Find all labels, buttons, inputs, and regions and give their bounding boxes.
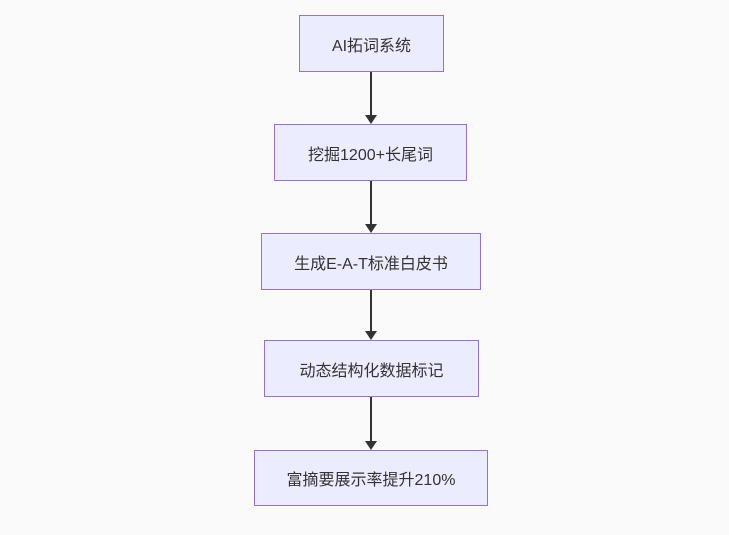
arrow-down-1 bbox=[370, 72, 372, 115]
flow-node-label: 富摘要展示率提升210% bbox=[286, 472, 456, 489]
flow-node-rich-snippet-result: 富摘要展示率提升210% bbox=[254, 450, 488, 506]
flow-node-label: 动态结构化数据标记 bbox=[299, 362, 444, 380]
flow-node-label: AI拓词系统 bbox=[331, 37, 412, 55]
flow-node-label: 挖掘1200+长尾词 bbox=[308, 146, 433, 164]
flow-node-structured-data-markup: 动态结构化数据标记 bbox=[264, 340, 479, 397]
flow-node-longtail-mining: 挖掘1200+长尾词 bbox=[274, 124, 467, 181]
flow-node-ai-keyword-system: AI拓词系统 bbox=[299, 15, 444, 72]
flow-node-label: 生成E-A-T标准白皮书 bbox=[294, 255, 448, 273]
arrow-down-4 bbox=[370, 397, 372, 441]
arrow-down-3 bbox=[370, 290, 372, 331]
flow-node-eat-whitepaper: 生成E-A-T标准白皮书 bbox=[261, 233, 481, 290]
arrow-down-2 bbox=[370, 181, 372, 224]
